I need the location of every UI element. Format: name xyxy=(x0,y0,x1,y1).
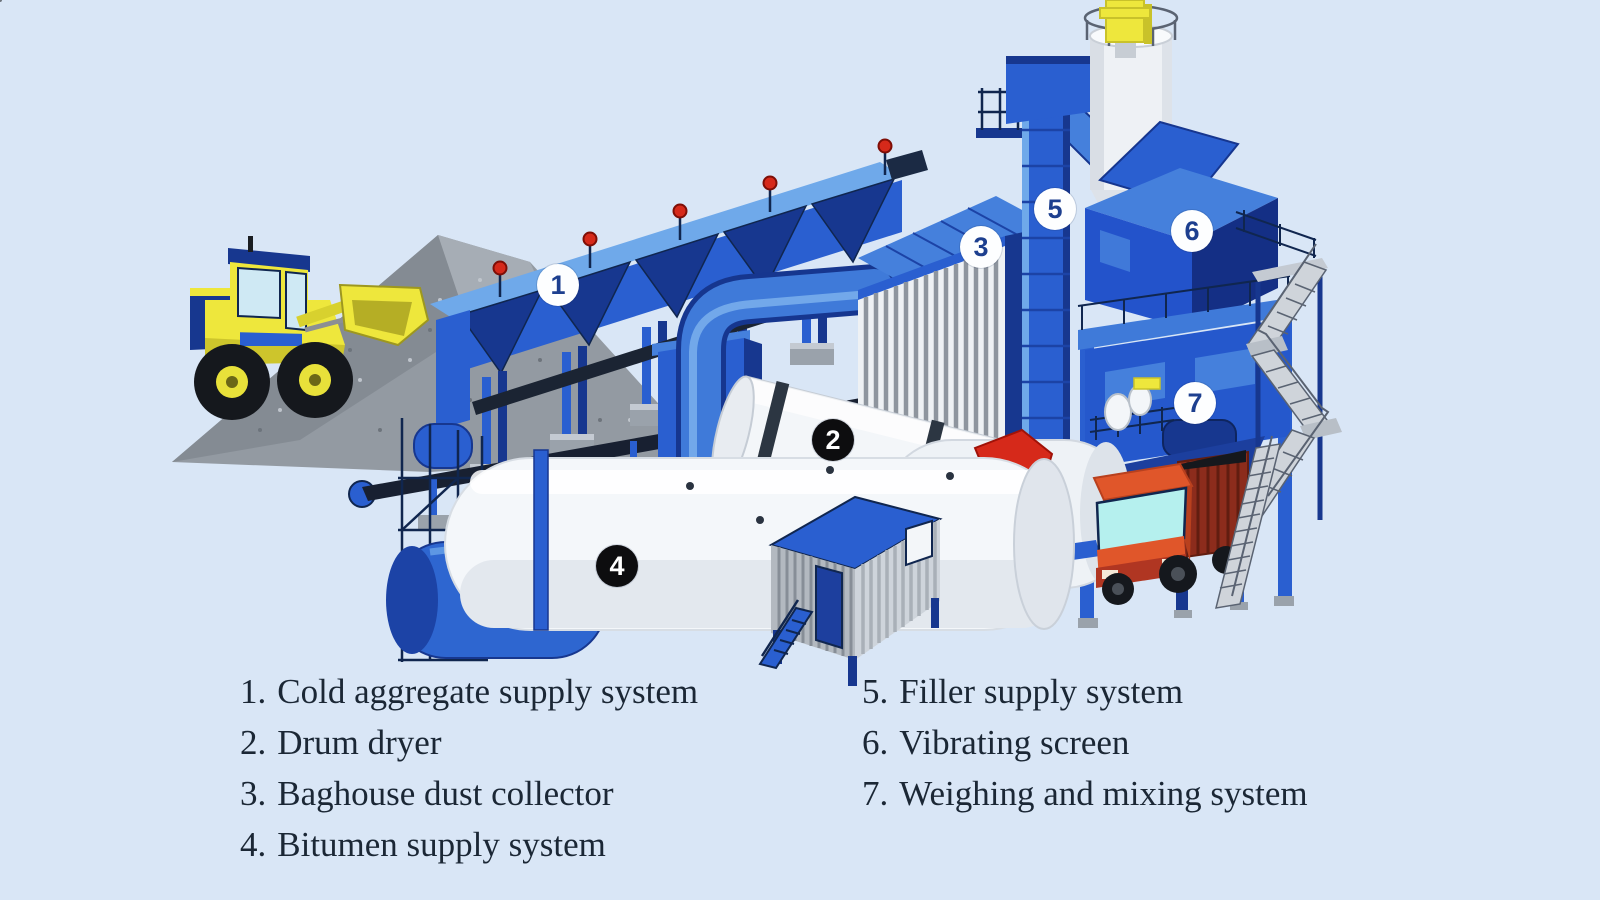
legend-item-5: 5. Filler supply system xyxy=(862,666,1308,717)
legend-number: 4. xyxy=(240,824,267,864)
haul-truck xyxy=(1092,450,1249,605)
legend-label: Bitumen supply system xyxy=(277,824,606,864)
legend-right-column: 5. Filler supply system 6. Vibrating scr… xyxy=(862,666,1308,819)
legend-number: 2. xyxy=(240,722,267,762)
legend-number: 7. xyxy=(862,773,889,813)
legend-number: 6. xyxy=(862,722,889,762)
marker-7: 7 xyxy=(1174,382,1216,424)
legend-item-7: 7. Weighing and mixing system xyxy=(862,768,1308,819)
exhaust-duct xyxy=(652,264,899,497)
control-cabin xyxy=(758,495,943,686)
ground-stairs xyxy=(1214,435,1282,609)
marker-6: 6 xyxy=(1171,210,1213,252)
legend-number: 1. xyxy=(240,671,267,711)
legend-item-2: 2. Drum dryer xyxy=(240,717,698,768)
marker-5: 5 xyxy=(1034,188,1076,230)
legend-left-column: 1. Cold aggregate supply system 2. Drum … xyxy=(240,666,698,870)
marker-3: 3 xyxy=(960,226,1002,268)
legend-item-1: 1. Cold aggregate supply system xyxy=(240,666,698,717)
legend-label: Drum dryer xyxy=(277,722,442,762)
aggregate-pile xyxy=(0,0,705,472)
legend-label: Vibrating screen xyxy=(899,722,1130,762)
legend-number: 5. xyxy=(862,671,889,711)
legend-item-3: 3. Baghouse dust collector xyxy=(240,768,698,819)
beacon-lights xyxy=(492,138,893,297)
legend-item-6: 6. Vibrating screen xyxy=(862,717,1308,768)
legend-label: Baghouse dust collector xyxy=(277,773,614,813)
legend-label: Filler supply system xyxy=(899,671,1184,711)
legend-label: Weighing and mixing system xyxy=(899,773,1308,813)
marker-4: 4 xyxy=(596,545,638,587)
marker-1: 1 xyxy=(537,264,579,306)
wheel-loader xyxy=(190,236,430,420)
silo-filter xyxy=(1099,0,1152,44)
marker-2: 2 xyxy=(812,419,854,461)
legend-label: Cold aggregate supply system xyxy=(277,671,699,711)
legend-item-4: 4. Bitumen supply system xyxy=(240,819,698,870)
legend-number: 3. xyxy=(240,773,267,813)
cabin-stairs xyxy=(758,599,814,670)
